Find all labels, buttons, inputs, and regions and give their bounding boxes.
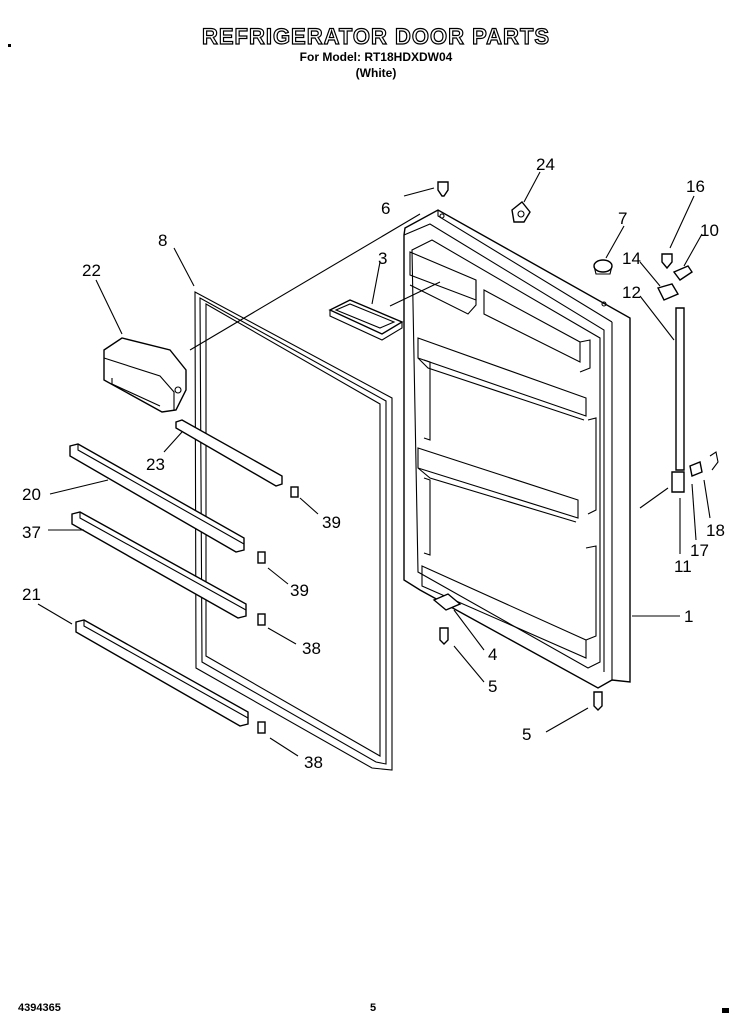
shelf-rails xyxy=(69,419,283,727)
color-line: (White) xyxy=(355,66,397,80)
callout-10: 10 xyxy=(700,221,719,240)
callout-16: 16 xyxy=(686,177,705,196)
callout-5-lower: 5 xyxy=(522,725,531,744)
callout-37: 37 xyxy=(22,523,41,542)
callout-11: 11 xyxy=(674,557,692,576)
leader-lines xyxy=(37,171,711,757)
callout-8: 8 xyxy=(158,231,167,250)
callout-23: 23 xyxy=(146,455,165,474)
callout-22: 22 xyxy=(82,261,101,280)
door-assembly xyxy=(403,209,631,689)
callout-24: 24 xyxy=(536,155,555,174)
callout-14: 14 xyxy=(622,249,641,268)
callout-1: 1 xyxy=(684,607,693,626)
callout-7: 7 xyxy=(618,209,627,228)
door-gasket xyxy=(194,291,393,771)
page-number: 5 xyxy=(370,1002,377,1014)
callout-39-upper: 39 xyxy=(322,513,341,532)
callout-38-lower: 38 xyxy=(304,753,323,772)
callout-3: 3 xyxy=(378,249,387,268)
corner-mark xyxy=(8,44,11,47)
callout-labels: 24 6 16 7 10 8 3 14 22 12 23 20 39 37 18… xyxy=(22,155,725,772)
callout-39-lower: 39 xyxy=(290,581,309,600)
end-caps xyxy=(257,486,299,734)
callout-4: 4 xyxy=(488,645,497,664)
callout-20: 20 xyxy=(22,485,41,504)
dairy-door xyxy=(103,337,187,413)
callout-17: 17 xyxy=(690,541,709,560)
callout-18: 18 xyxy=(706,521,725,540)
callout-38-upper: 38 xyxy=(302,639,321,658)
page-title: REFRIGERATOR DOOR PARTS xyxy=(201,23,551,49)
butter-tray xyxy=(328,299,404,341)
document-number: 4394365 xyxy=(18,1002,61,1014)
hardware xyxy=(432,181,719,711)
callout-21: 21 xyxy=(22,585,41,604)
corner-mark xyxy=(722,1008,729,1013)
callout-6: 6 xyxy=(381,199,390,218)
callout-5-upper: 5 xyxy=(488,677,497,696)
callout-12: 12 xyxy=(622,283,641,302)
model-line: For Model: RT18HDXDW04 xyxy=(299,50,453,64)
